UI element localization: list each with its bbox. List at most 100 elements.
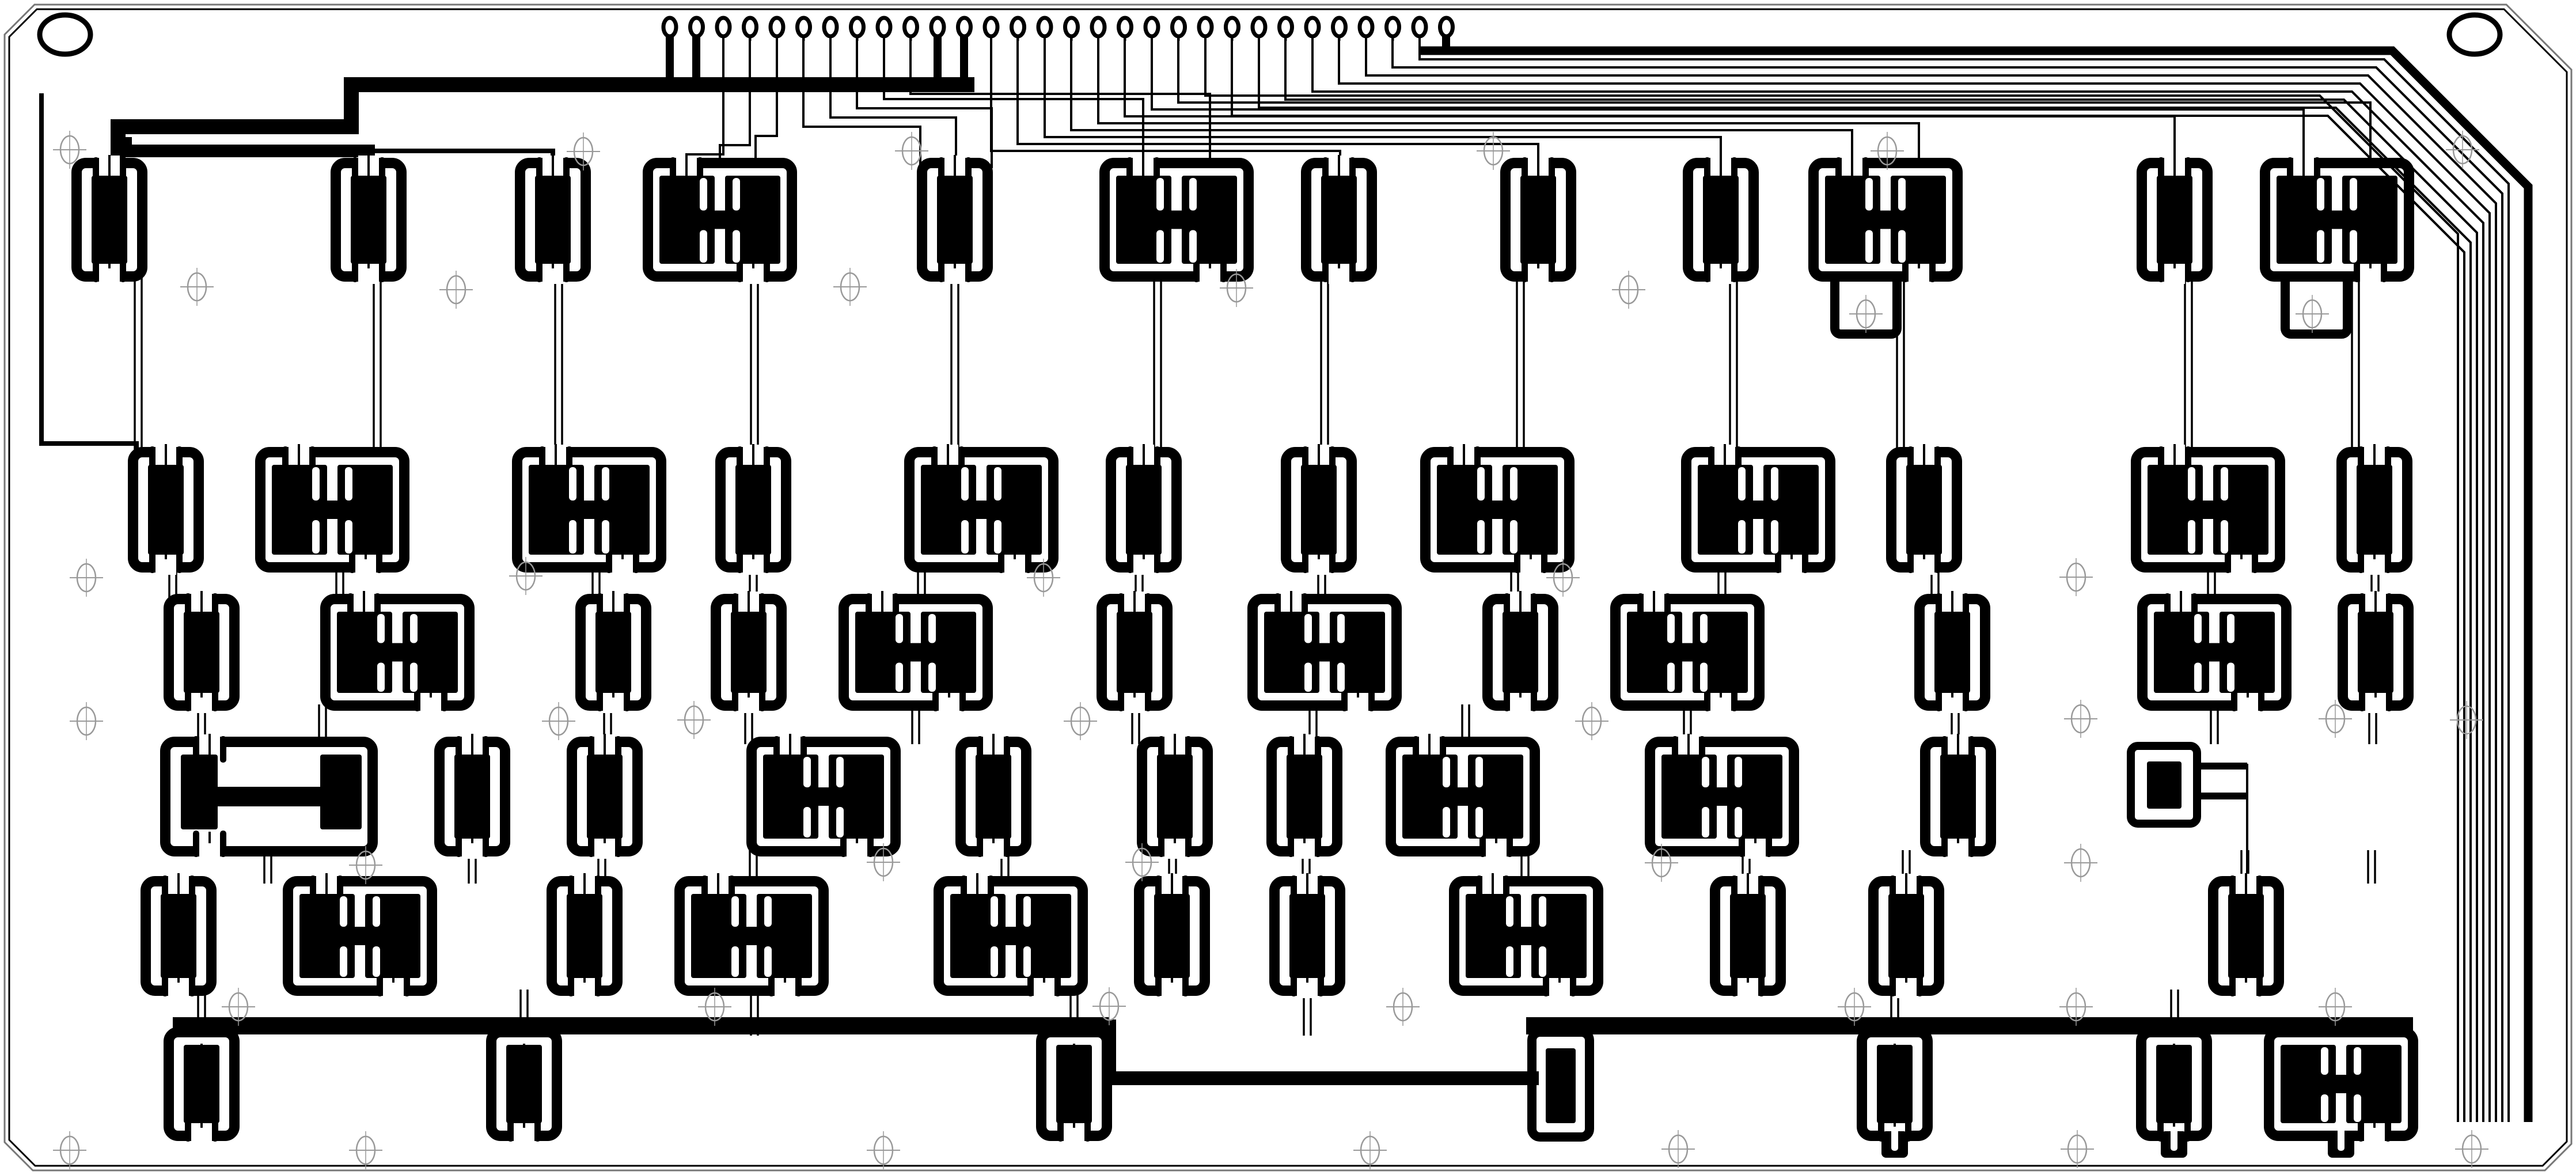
connector-pin bbox=[982, 16, 1000, 39]
h-crossbar bbox=[2184, 501, 2232, 519]
h-slot bbox=[2227, 662, 2234, 692]
side-switch-frame bbox=[2127, 742, 2201, 828]
h-slot bbox=[2194, 662, 2202, 692]
h-slot bbox=[991, 896, 998, 927]
frame-notch bbox=[1745, 844, 1766, 859]
switch-frame bbox=[934, 876, 1088, 996]
h-crossbar bbox=[2313, 210, 2361, 229]
frame-notch bbox=[1520, 560, 1541, 575]
switch-pad-right bbox=[320, 755, 362, 829]
frame-notch bbox=[99, 269, 120, 284]
h-slot bbox=[700, 230, 707, 263]
h-crossbar bbox=[1734, 501, 1782, 519]
h-slot bbox=[340, 946, 347, 977]
connector-pin bbox=[1438, 16, 1455, 39]
frame-notch bbox=[2360, 269, 2381, 284]
switch-frame bbox=[674, 876, 829, 996]
h-slot bbox=[377, 662, 385, 692]
connector-pin bbox=[875, 16, 893, 39]
mounting-hole bbox=[37, 12, 93, 57]
h-slot bbox=[1337, 662, 1345, 692]
switch-pad-left bbox=[181, 755, 218, 829]
connector-pin bbox=[795, 16, 812, 39]
frame-notch bbox=[983, 844, 1004, 859]
h-slot bbox=[1475, 757, 1483, 787]
connector-pin bbox=[1170, 16, 1187, 39]
h-slot bbox=[373, 946, 380, 977]
h-slot bbox=[1865, 230, 1873, 263]
h-crossbar bbox=[2190, 643, 2239, 662]
switch-frame bbox=[1645, 737, 1799, 856]
h-slot bbox=[345, 467, 352, 501]
h-slot bbox=[1443, 807, 1450, 837]
h-slot bbox=[1189, 230, 1197, 263]
frame-notch bbox=[1909, 269, 1929, 284]
frame-notch bbox=[1710, 698, 1731, 713]
connector-pin bbox=[661, 16, 678, 39]
frame-notch bbox=[1064, 1128, 1084, 1143]
h-slot bbox=[1702, 757, 1709, 787]
switch-frame bbox=[904, 447, 1059, 573]
frame-notch bbox=[1162, 983, 1182, 998]
h-crossbar bbox=[373, 643, 422, 662]
frame-notch bbox=[574, 983, 595, 998]
frame-notch bbox=[1942, 698, 1963, 713]
connector-pin bbox=[849, 16, 866, 39]
connector-fanout-trace bbox=[1070, 30, 1853, 168]
h-slot bbox=[1738, 520, 1746, 554]
connector-pin bbox=[1250, 16, 1268, 39]
frame-notch bbox=[743, 560, 764, 575]
h-slot bbox=[1539, 896, 1546, 927]
frame-notch bbox=[1124, 698, 1145, 713]
h-slot bbox=[928, 662, 936, 692]
h-slot bbox=[803, 807, 811, 837]
frame-notch bbox=[2236, 983, 2256, 998]
h-slot bbox=[764, 896, 772, 927]
h-slot bbox=[1667, 614, 1675, 643]
connector-fanout-trace bbox=[1151, 30, 2305, 168]
switch-frame bbox=[1420, 447, 1575, 573]
connector-pin bbox=[1277, 16, 1294, 39]
connector-pin bbox=[1117, 16, 1133, 39]
h-slot bbox=[1023, 896, 1031, 927]
connector-pin bbox=[715, 16, 732, 39]
frame-notch bbox=[1549, 983, 1570, 998]
connector-fanout-trace bbox=[1418, 30, 2510, 1122]
h-crossbar bbox=[565, 501, 613, 519]
h-slot bbox=[2317, 178, 2324, 211]
h-slot bbox=[1700, 614, 1708, 643]
h-slot bbox=[1771, 520, 1778, 554]
connector-fanout-trace bbox=[1097, 30, 1920, 168]
h-slot bbox=[1735, 757, 1742, 787]
h-slot bbox=[1475, 807, 1483, 837]
h-slot bbox=[803, 757, 811, 787]
connector-pin bbox=[742, 16, 758, 39]
frame-notch bbox=[1486, 844, 1507, 859]
h-slot bbox=[2321, 1094, 2328, 1122]
frame-notch bbox=[2231, 560, 2252, 575]
h-slot bbox=[764, 946, 772, 977]
h-slot bbox=[602, 467, 609, 501]
h-crossbar bbox=[987, 927, 1035, 945]
frame-notch bbox=[1510, 698, 1531, 713]
foot-slot bbox=[2171, 1127, 2177, 1151]
h-slot bbox=[928, 614, 936, 643]
h-crossbar bbox=[1663, 643, 1712, 662]
switch-frame bbox=[283, 876, 437, 996]
h-crossbar bbox=[1473, 501, 1522, 519]
frame-notch bbox=[775, 983, 795, 998]
frame-notch bbox=[1914, 560, 1934, 575]
frame-notch bbox=[603, 698, 624, 713]
h-slot bbox=[2321, 1047, 2328, 1075]
frame-notch bbox=[2365, 698, 2386, 713]
frame-notch bbox=[1737, 983, 1758, 998]
switch-frame bbox=[1449, 876, 1603, 996]
h-crossbar bbox=[891, 643, 940, 662]
switch-frame bbox=[160, 737, 378, 856]
connector-pin bbox=[956, 16, 973, 39]
board-outline-outer bbox=[3, 3, 2573, 1172]
frame-notch bbox=[1133, 560, 1154, 575]
h-slot bbox=[410, 662, 418, 692]
h-crossbar bbox=[696, 210, 744, 229]
mounting-hole bbox=[2446, 12, 2503, 57]
